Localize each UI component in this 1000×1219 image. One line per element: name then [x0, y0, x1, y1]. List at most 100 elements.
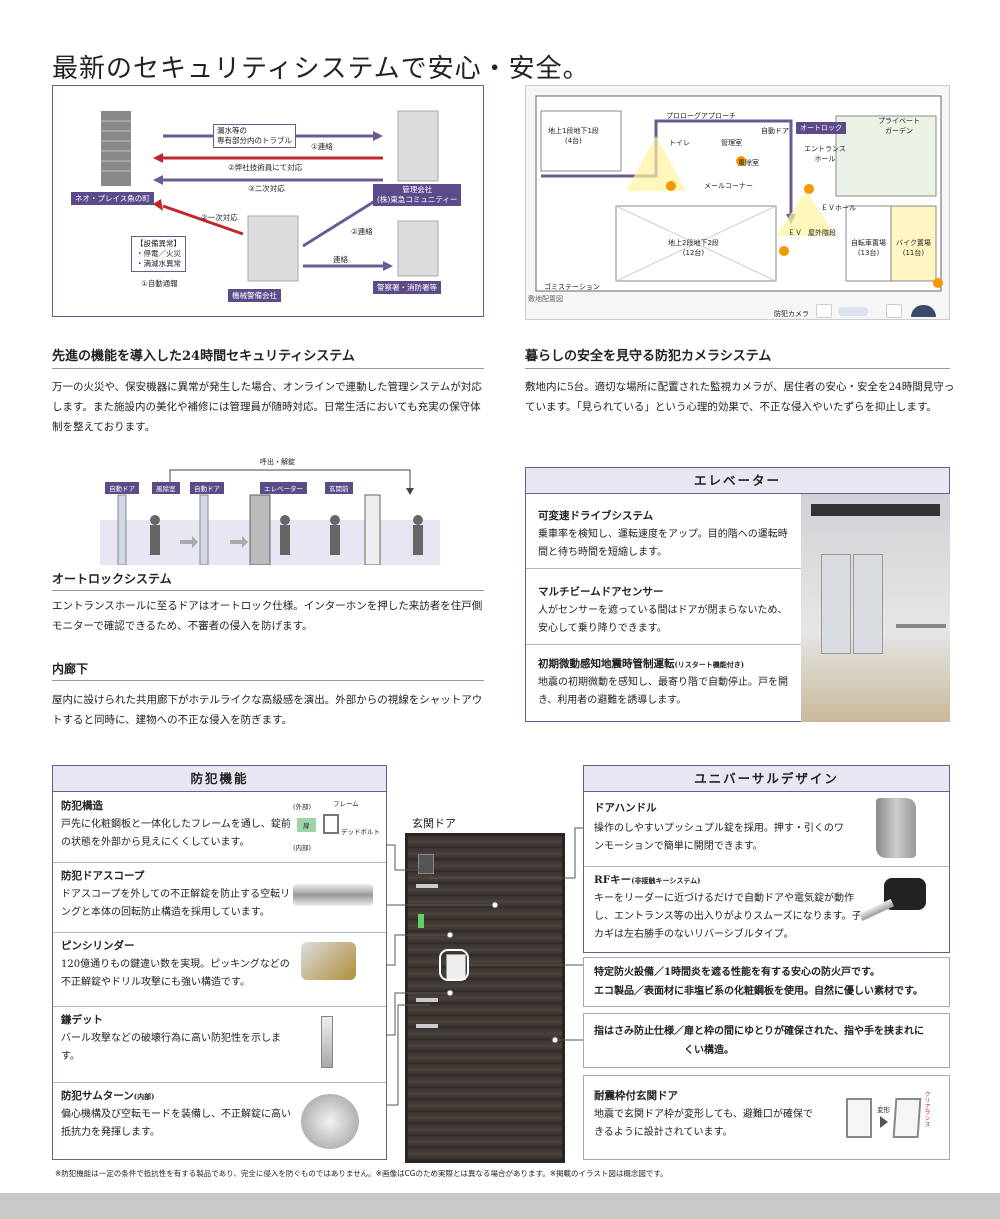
elevator-item-text: 乗車率を検知し、運転速度をアップ。目的階への運転時間と待ち時間を短縮します。: [538, 529, 788, 558]
divider: [526, 644, 801, 645]
fire-door-line1: 特定防火設備／1時間炎を遮る性能を有する安心の防火戸です。: [594, 967, 880, 978]
elevator-image: [801, 494, 950, 722]
elevator-item-note: (リスタート機能付き): [674, 660, 745, 669]
map-autodoor: 自動ドア: [761, 127, 789, 135]
section-corridor-title: 内廊下: [52, 662, 89, 676]
fire-door-line2: エコ製品／表面材に非塩ビ系の化粧鋼板を使用。自然に優しい素材です。: [594, 986, 923, 997]
crime-item-text: バール攻撃などの破壊行為に高い防犯性を示します。: [61, 1033, 281, 1062]
crime-item-title: ピンシリンダー: [61, 940, 135, 952]
camera-legend: 防犯カメラ: [774, 310, 809, 318]
door-scope-image: [293, 884, 373, 906]
section-camera-text: 敷地内に5台。適切な場所に配置された監視カメラが、居住者の安心・安全を24時間見…: [525, 381, 955, 413]
arrow3-label: ③二次対応: [248, 184, 285, 193]
deform-arrow-icon: [880, 1116, 888, 1128]
ud-item-title: RFキー(非接触キーシステム): [594, 872, 700, 887]
police-label: 警察署・消防署等: [373, 281, 441, 294]
finger-guard-line1: 指はさみ防止仕様／扉と枠の間にゆとりが確保された、指や手を挟まれに: [594, 1023, 924, 1041]
door-after-image: [892, 1098, 922, 1138]
frame-shape: [323, 814, 339, 834]
door-handle-image: [876, 798, 916, 858]
finger-guard-title: 指はさみ防止仕様: [594, 1026, 674, 1037]
divider: [52, 590, 484, 591]
seismic-door-box: 耐震枠付玄関ドア 地震で玄関ドア枠が変形しても、避難口が確保できるように設計され…: [583, 1075, 950, 1160]
security-diagram-svg: [101, 110, 439, 282]
ud-item-text: 操作のしやすいプッシュプル錠を採用。押す・引くのワンモーションで簡単に開閉できま…: [594, 823, 844, 852]
door-before-image: [846, 1098, 872, 1138]
police-building-icon: [397, 220, 439, 277]
fire-door-box: 特定防火設備／1時間炎を遮る性能を有する安心の防火戸です。 エコ製品／表面材に非…: [583, 957, 950, 1007]
camera-icon: [886, 304, 902, 318]
door-label: 玄関ドア: [412, 817, 456, 830]
crime-item-title: 防犯ドアスコープ: [61, 870, 145, 882]
rf-key-blade: [858, 898, 895, 922]
autolock-tag: 自動ドア: [190, 482, 224, 494]
arrow4-label: ②一次対応: [201, 213, 238, 222]
site-map-svg: [535, 95, 943, 292]
map-stairs: 屋外階段: [808, 229, 836, 237]
section-24h-text: 万一の火災や、保安機器に異常が発生した場合、オンラインで連動した管理システムが対…: [52, 381, 482, 433]
autolock-tag: 自動ドア: [105, 482, 139, 494]
divider: [53, 862, 386, 863]
map-ev: ＥＶ: [788, 229, 802, 237]
auto-report-label: ①自動通報: [141, 279, 178, 288]
seismic-door-title: 耐震枠付玄関ドア: [594, 1090, 678, 1102]
camera-icon: [838, 307, 868, 316]
arrow6-label: 連絡: [333, 255, 348, 264]
seismic-door-text: 地震で玄関ドア枠が変形しても、避難口が確保できるように設計されています。: [594, 1109, 813, 1138]
section-camera-title: 暮らしの安全を見守る防犯カメラシステム: [525, 349, 772, 364]
section-24h-title: 先進の機能を導入した24時間セキュリティシステム: [52, 349, 355, 364]
arrow5-label: ②連絡: [351, 227, 373, 236]
elevator-header: エレベーター: [526, 468, 949, 494]
elevator-item-text: 人がセンサーを遮っている間はドアが閉まらないため、安心して乗り降りできます。: [538, 605, 788, 634]
autolock-tag: エレベーター: [260, 482, 307, 494]
crime-item-note: (内部): [133, 1092, 155, 1101]
finger-guard-text1: ／扉と枠の間にゆとりが確保された、指や手を挟まれに: [674, 1026, 924, 1037]
autolock-tag: 風除室: [152, 482, 180, 494]
elevator-item-title: 初期微動感知地震時管制運転(リスタート機能付き): [538, 656, 744, 671]
finger-guard-box: 指はさみ防止仕様／扉と枠の間にゆとりが確保された、指や手を挟まれに くい構造。: [583, 1013, 950, 1068]
divider: [52, 680, 484, 681]
crime-item-title-text: 防犯サムターン: [61, 1090, 134, 1102]
footnote: ※防犯機能は一定の条件で抵抗性を有する製品であり、完全に侵入を防ぐものではありま…: [55, 1169, 668, 1178]
guard-label: 機械警備会社: [228, 289, 281, 302]
arrow2-label: ②弊社技術員にて対応: [228, 163, 303, 172]
map-parking2: 地上2段地下2段 (12台): [668, 239, 719, 257]
ud-item-title-text: RFキー: [594, 874, 632, 886]
divider: [526, 568, 801, 569]
door-image: [405, 833, 565, 1163]
divider: [584, 866, 949, 867]
crime-prevention-panel: 防犯機能 防犯構造 戸先に化粧鋼板と一体化したフレームを通し、錠前の状態を外部か…: [52, 765, 387, 1160]
ud-item-text: キーをリーダーに近づけるだけで自動ドアや電気錠が動作し、エントランス等の出入りが…: [594, 893, 862, 940]
frame-inside-label: (内部): [293, 844, 312, 852]
map-mailcorner: メールコーナー: [704, 182, 753, 190]
map-garden: プライベート ガーデン: [878, 117, 920, 135]
management-building-icon: [397, 110, 439, 182]
site-map: 地上1段地下1段 (4台) プロローグアプローチ トイレ 管理室 自動ドア オー…: [525, 85, 950, 320]
frame-diagram: (外部) フレーム 扉 デッドボルト (内部): [293, 798, 383, 858]
map-entrance: エントランス ホール: [804, 145, 846, 163]
sickle-deadbolt-image: [321, 1016, 333, 1068]
section-autolock-text: エントランスホールに至るドアはオートロック仕様。インターホンを押した来訪者を住戸…: [52, 600, 483, 632]
map-garbage: ゴミステーション: [544, 283, 600, 291]
page-title: 最新のセキュリティシステムで安心・安全。: [52, 54, 590, 84]
frame-label: フレーム: [333, 800, 359, 808]
crime-item-text: 偏心機構及び空転モードを装備し、不正解錠に高い抵抗力を発揮します。: [61, 1109, 291, 1138]
pin-cylinder-image: [301, 942, 356, 980]
crime-item-title: 防犯構造: [61, 800, 103, 812]
map-moto: バイク置場 (11台): [896, 239, 931, 257]
arrow1-label: ①連絡: [311, 142, 333, 151]
map-prologue: プロローグアプローチ: [666, 112, 736, 120]
building-icon: [101, 111, 131, 186]
divider: [52, 368, 484, 369]
frame-outside-label: (外部): [293, 803, 312, 811]
section-corridor-text: 屋内に設けられた共用廊下がホテルライクな高級感を演出。外部からの視線をシャットア…: [52, 694, 483, 726]
deadbolt-label: デッドボルト: [341, 828, 380, 836]
elevator-item-text: 地震の初期微動を感知し、最寄り階で自動停止。戸を開き、利用者の避難を誘導します。: [538, 677, 788, 706]
autolock-diagram: 呼出・解錠 自動ドア 風除室 自動ドア エレベーター 玄関前: [100, 458, 440, 566]
divider: [525, 368, 950, 369]
security-diagram: 漏水等の 専有部分内のトラブル ①連絡 ②弊社技術員にて対応 ③二次対応 ネオ・…: [52, 85, 484, 317]
camera-icon: [816, 304, 832, 318]
dome-camera-icon: [911, 305, 936, 317]
elevator-item-title: マルチビームドアセンサー: [538, 586, 664, 598]
equipment-box: 【設備異常】 ・停電／火災 ・満減水異常: [131, 236, 186, 272]
